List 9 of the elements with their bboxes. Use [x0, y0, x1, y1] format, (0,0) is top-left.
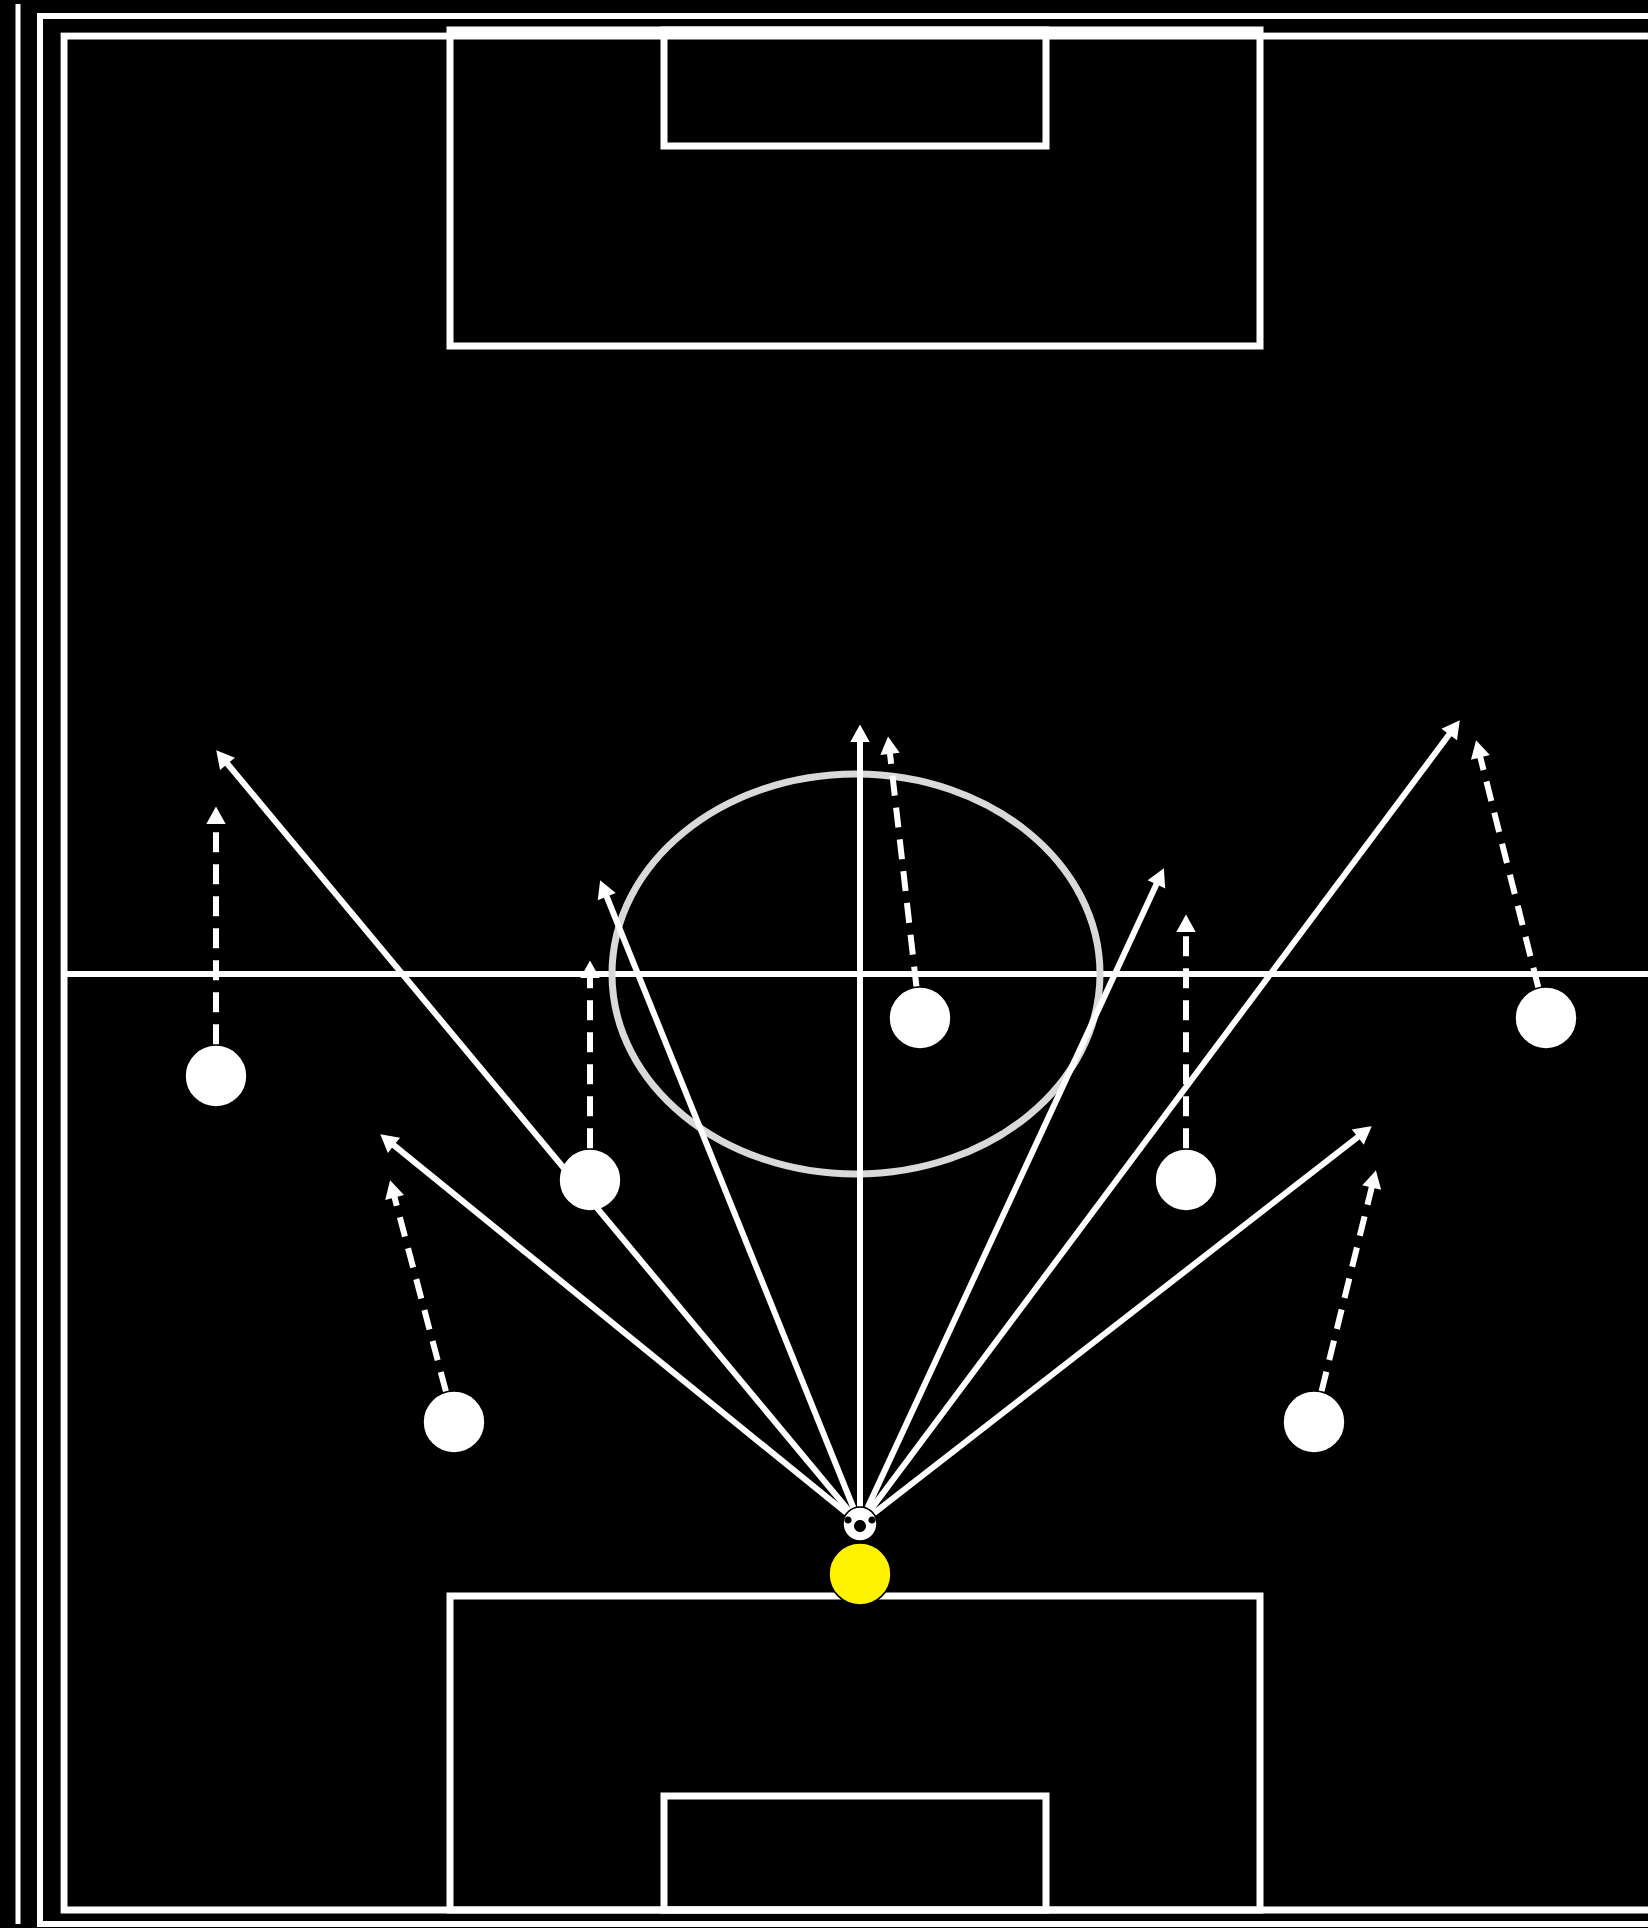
player-circle: [422, 1390, 486, 1454]
player-circle: [558, 1148, 622, 1212]
goalkeeper-circle: [828, 1542, 892, 1606]
player-circle: [1514, 986, 1578, 1050]
player-circle: [888, 986, 952, 1050]
player-circle: [184, 1044, 248, 1108]
ball-icon: [842, 1506, 878, 1542]
player-circle: [1282, 1390, 1346, 1454]
player-circle: [1154, 1148, 1218, 1212]
